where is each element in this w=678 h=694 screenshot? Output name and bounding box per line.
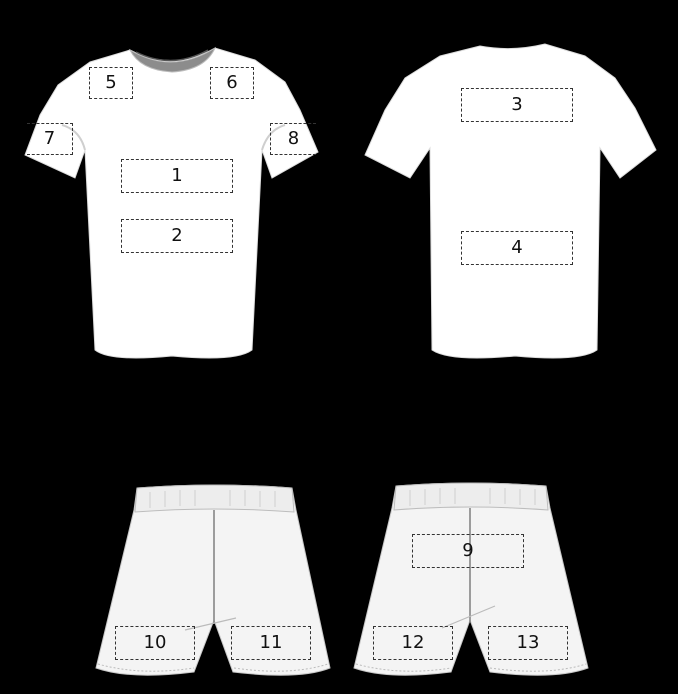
zone-label: 1 [171, 167, 182, 185]
zone-label: 2 [171, 227, 182, 245]
zone-label: 3 [511, 96, 522, 114]
zone-label: 13 [517, 634, 540, 652]
zone-label: 11 [260, 634, 283, 652]
shirt-front [25, 48, 318, 358]
zone-label: 4 [511, 239, 522, 257]
zone-13[interactable]: 13 [488, 626, 568, 660]
zone-label: 9 [462, 542, 473, 560]
zone-1[interactable]: 1 [121, 159, 233, 193]
zone-label: 10 [144, 634, 167, 652]
zone-label: 7 [44, 130, 55, 148]
zone-7[interactable]: 7 [27, 123, 73, 155]
zone-label: 12 [402, 634, 425, 652]
zone-9[interactable]: 9 [412, 534, 524, 568]
zone-10[interactable]: 10 [115, 626, 195, 660]
zone-5[interactable]: 5 [89, 67, 133, 99]
zone-6[interactable]: 6 [210, 67, 254, 99]
zone-label: 8 [288, 130, 299, 148]
zone-3[interactable]: 3 [461, 88, 573, 122]
zone-4[interactable]: 4 [461, 231, 573, 265]
zone-2[interactable]: 2 [121, 219, 233, 253]
zone-11[interactable]: 11 [231, 626, 311, 660]
zone-12[interactable]: 12 [373, 626, 453, 660]
zone-8[interactable]: 8 [270, 123, 316, 155]
zone-label: 5 [105, 74, 116, 92]
zone-label: 6 [226, 74, 237, 92]
